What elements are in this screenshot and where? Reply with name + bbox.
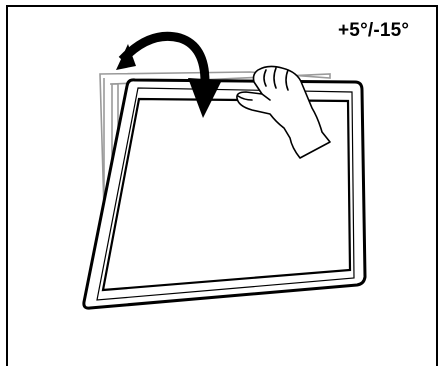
figure-border bbox=[6, 5, 438, 366]
tilt-arrow-icon bbox=[116, 31, 222, 118]
hand-icon bbox=[236, 65, 331, 159]
tilt-angle-label: +5°/-15° bbox=[338, 20, 410, 41]
